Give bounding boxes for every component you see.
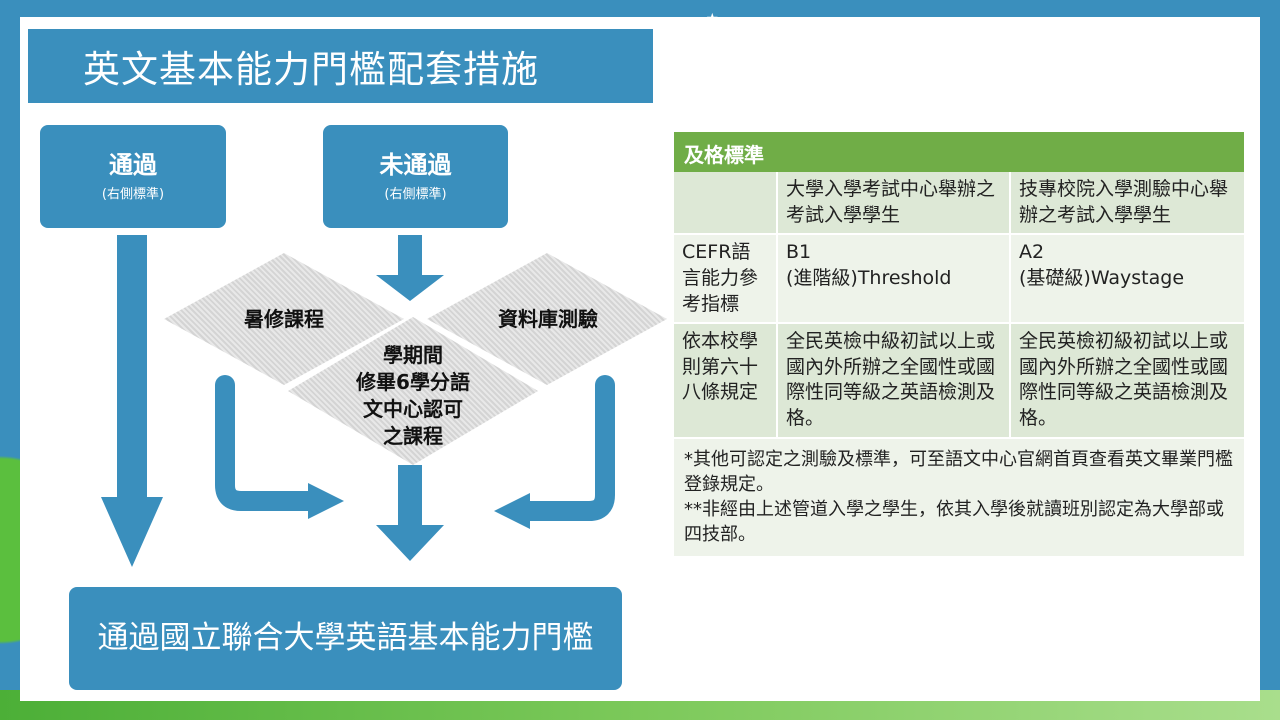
- pass-box: 通過 (右側標準): [40, 125, 226, 228]
- summer-to-result-arrow: [215, 375, 320, 511]
- row-label-rule: 依本校學則第六十八條規定: [674, 324, 778, 439]
- pass-label: 通過: [109, 150, 157, 179]
- note-2: **非經由上述管道入學之學生，依其入學後就讀班別認定為大學部或四技部。: [684, 499, 1224, 546]
- fail-to-diamond-arrow: [376, 235, 444, 301]
- summer-arrowhead: [308, 483, 344, 519]
- semester-line-1: 學期間: [383, 343, 443, 367]
- slide-title: 英文基本能力門檻配套措施: [28, 29, 653, 103]
- cefr-university-cell: B1 (進階級)Threshold: [778, 235, 1011, 325]
- criteria-header: 及格標準: [674, 132, 1244, 172]
- table-corner: [674, 172, 778, 236]
- database-to-result-arrow: [518, 375, 615, 521]
- semester-line-2: 修畢6學分語: [356, 370, 470, 394]
- fail-label: 未通過: [379, 150, 452, 179]
- cefr-technical-level: A2: [1019, 241, 1045, 264]
- rule-university-cell: 全民英檢中級初試以上或國內外所辦之全國性或國際性同等級之英語檢測及格。: [778, 324, 1011, 439]
- criteria-notes: *其他可認定之測驗及標準，可至語文中心官網首頁查看英文畢業門檻登錄規定。 **非…: [674, 438, 1244, 556]
- fail-box: 未通過 (右側標準): [323, 125, 508, 228]
- result-label: 通過國立聯合大學英語基本能力門檻: [97, 619, 594, 656]
- pass-to-result-arrow: [101, 235, 163, 567]
- semester-line-3: 文中心認可: [363, 397, 463, 421]
- criteria-table: 及格標準 大學入學考試中心舉辦之考試入學學生 技專校院入學測驗中心舉辦之考試入學…: [674, 132, 1244, 556]
- flow-arrows: [101, 235, 615, 567]
- note-1: *其他可認定之測驗及標準，可至語文中心官網首頁查看英文畢業門檻登錄規定。: [684, 448, 1233, 495]
- star-icon: ★: [706, 11, 719, 27]
- database-label: 資料庫測驗: [498, 307, 598, 331]
- row-label-cefr: CEFR語言能力參考指標: [674, 235, 778, 325]
- pass-sub: (右側標準): [101, 187, 165, 203]
- cefr-university-desc: (進階級)Threshold: [786, 266, 952, 289]
- fail-sub: (右側標準): [384, 187, 447, 203]
- slide: ★ 英文基本能力門檻配套措施 通過 (右側標準) 未通過 (右側標準) 暑修課程…: [20, 11, 1260, 701]
- col-header-university: 大學入學考試中心舉辦之考試入學學生: [778, 172, 1011, 236]
- summer-label: 暑修課程: [244, 307, 324, 331]
- database-arrowhead: [494, 493, 530, 529]
- cefr-technical-cell: A2 (基礎級)Waystage: [1011, 235, 1244, 325]
- semester-label: 學期間 修畢6學分語 文中心認可 之課程: [333, 342, 493, 450]
- semester-line-4: 之課程: [383, 424, 443, 448]
- rule-technical-cell: 全民英檢初級初試以上或國內外所辦之全國性或國際性同等級之英語檢測及格。: [1011, 324, 1244, 439]
- center-to-result-arrow: [376, 465, 444, 561]
- result-box: 通過國立聯合大學英語基本能力門檻: [69, 587, 622, 690]
- cefr-university-level: B1: [786, 241, 812, 264]
- cefr-technical-desc: (基礎級)Waystage: [1019, 266, 1185, 289]
- col-header-technical: 技專校院入學測驗中心舉辦之考試入學學生: [1011, 172, 1244, 236]
